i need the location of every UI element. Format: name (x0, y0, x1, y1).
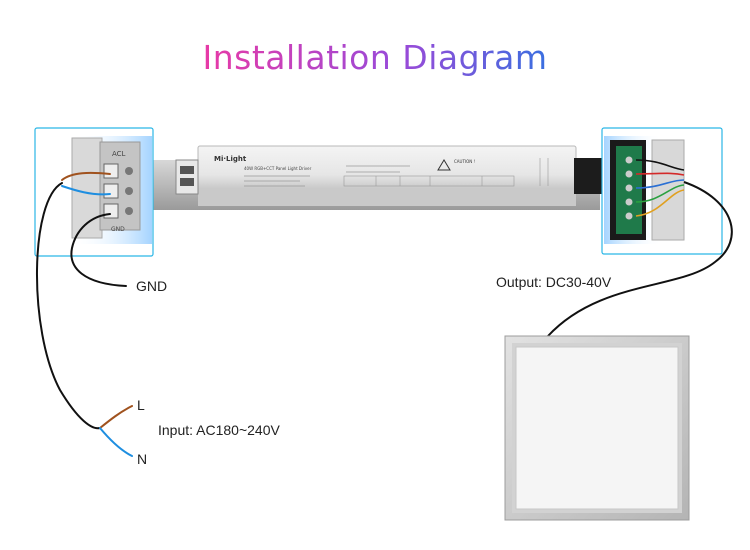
label-gnd: GND (136, 278, 168, 294)
neutral-wire (99, 427, 133, 457)
input-terminal-inset: ACL GND (34, 127, 154, 257)
live-wire (99, 405, 133, 429)
driver-brand: Mi·Light (214, 155, 247, 163)
led-panel-diffuser (515, 346, 679, 510)
label-live: L (137, 397, 145, 413)
driver-case-side (198, 188, 576, 206)
driver-spec-lines (244, 158, 549, 187)
warning-icon (437, 159, 451, 171)
output-cable (547, 181, 733, 337)
page-title: Installation Diagram (0, 38, 750, 77)
input-wires (36, 171, 133, 457)
driver-caution: CAUTION ! (454, 159, 475, 164)
label-output: Output: DC30-40V (496, 274, 612, 290)
output-wires (635, 159, 685, 217)
output-terminal-inset (601, 127, 723, 255)
title-word-installation: Installation (202, 38, 392, 77)
led-driver: Mi·Light 40W RGB+CCT Panel Light Driver … (150, 145, 602, 210)
ground-wire (70, 213, 127, 287)
input-cable (36, 182, 101, 430)
label-neutral: N (137, 451, 148, 467)
terminal-label-gnd: GND (111, 226, 125, 233)
neutral-wire-stub (61, 185, 111, 196)
led-panel (504, 335, 690, 521)
label-input: Input: AC180~240V (158, 422, 280, 438)
right-plug (574, 158, 602, 194)
driver-model: 40W RGB+CCT Panel Light Driver (244, 166, 312, 171)
title-word-diagram: Diagram (402, 38, 548, 77)
live-wire-stub (61, 171, 111, 181)
terminal-label-acl: ACL (112, 150, 126, 158)
left-plug (175, 159, 199, 195)
